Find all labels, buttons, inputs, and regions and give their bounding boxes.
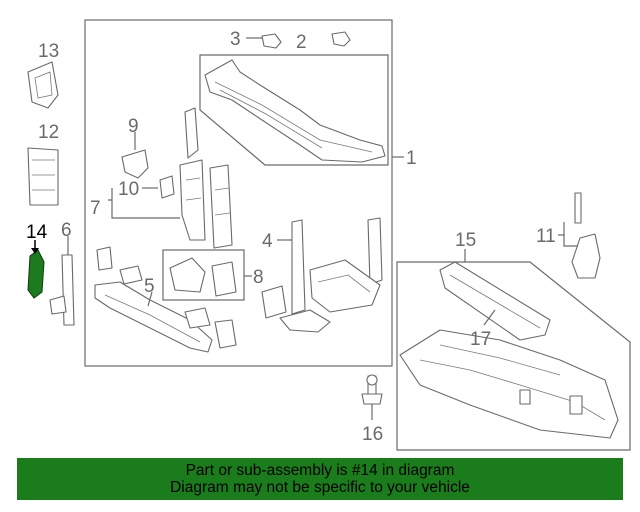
part-16-bolt[interactable] bbox=[361, 374, 383, 405]
callout-3[interactable]: 3 bbox=[230, 29, 241, 50]
sub-frame-15 bbox=[396, 261, 631, 451]
part-3-clip[interactable] bbox=[261, 31, 351, 49]
callout-4[interactable]: 4 bbox=[262, 231, 273, 252]
part-10-bracket[interactable] bbox=[159, 175, 175, 199]
callout-5[interactable]: 5 bbox=[144, 276, 155, 297]
part-9-bracket[interactable] bbox=[121, 149, 149, 179]
callout-12[interactable]: 12 bbox=[38, 122, 59, 143]
parts-diagram: 1 2 3 9 7 10 8 bbox=[26, 19, 631, 451]
part-4-side-panel[interactable] bbox=[261, 217, 383, 333]
info-banner: Part or sub-assembly is #14 in diagram D… bbox=[17, 458, 623, 500]
callout-13[interactable]: 13 bbox=[38, 41, 59, 62]
callout-8[interactable]: 8 bbox=[253, 267, 264, 288]
part-11-bracket[interactable] bbox=[571, 192, 601, 279]
callout-6[interactable]: 6 bbox=[61, 220, 72, 241]
callout-14[interactable]: 14 bbox=[26, 222, 48, 243]
sub-frame-2 bbox=[199, 54, 389, 166]
callout-17[interactable]: 17 bbox=[470, 329, 491, 350]
callout-9[interactable]: 9 bbox=[128, 116, 139, 137]
part-14-highlighted[interactable] bbox=[27, 249, 45, 299]
callout-7[interactable]: 7 bbox=[90, 198, 101, 219]
callout-2[interactable]: 2 bbox=[296, 32, 307, 53]
callout-1[interactable]: 1 bbox=[406, 148, 417, 169]
callout-11[interactable]: 11 bbox=[536, 226, 556, 247]
part-13-panel[interactable] bbox=[27, 61, 59, 109]
banner-line-2: Diagram may not be specific to your vehi… bbox=[170, 479, 470, 496]
part-5-lower-support[interactable] bbox=[94, 246, 237, 353]
banner-line-1: Part or sub-assembly is #14 in diagram bbox=[185, 462, 455, 479]
sub-frame-8 bbox=[162, 249, 245, 301]
callout-16[interactable]: 16 bbox=[362, 424, 383, 445]
part-12-bracket[interactable] bbox=[27, 147, 59, 206]
callout-15[interactable]: 15 bbox=[455, 230, 476, 251]
part-15-lower-shield[interactable] bbox=[399, 329, 619, 439]
part-2-upper-support[interactable] bbox=[204, 59, 386, 163]
part-17-cross-member[interactable] bbox=[439, 261, 551, 341]
part-6-post[interactable] bbox=[61, 254, 75, 326]
main-assembly-frame bbox=[84, 19, 393, 367]
part-8-brackets[interactable] bbox=[169, 257, 237, 297]
part-7-side-support[interactable] bbox=[179, 107, 233, 249]
callout-10[interactable]: 10 bbox=[118, 179, 139, 200]
